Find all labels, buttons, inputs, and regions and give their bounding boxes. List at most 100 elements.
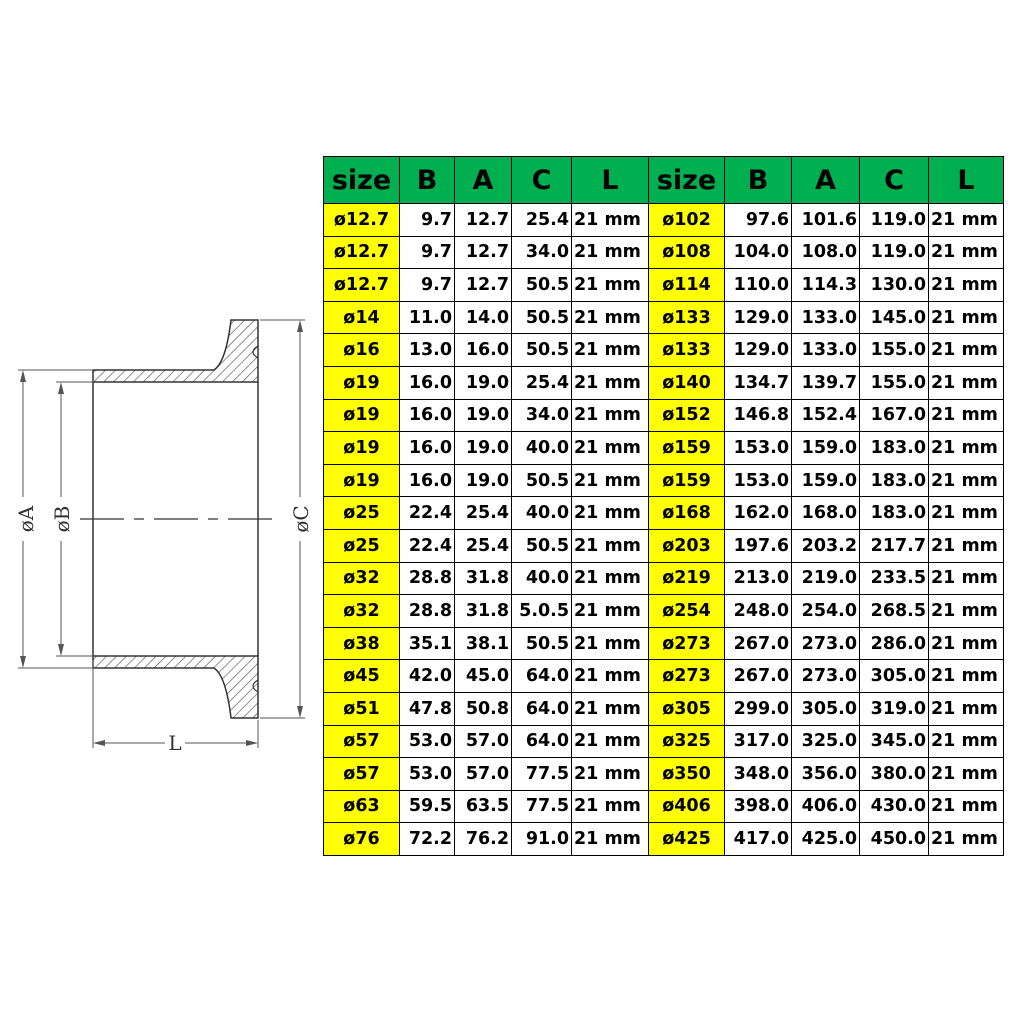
value-cell-l: 21 mm <box>571 594 649 628</box>
size-cell: ø108 <box>648 235 725 270</box>
size-cell: ø45 <box>323 659 400 693</box>
value-cell-c: 380.0 <box>859 757 929 791</box>
value-cell-c: 183.0 <box>859 463 929 498</box>
value-cell-b: 317.0 <box>724 724 792 759</box>
value-cell-b: 22.4 <box>399 496 455 530</box>
size-cell: ø114 <box>648 268 725 302</box>
size-cell: ø219 <box>648 561 725 596</box>
value-cell-c: 77.5 <box>511 757 572 791</box>
value-cell-c: 77.5 <box>511 789 572 824</box>
value-cell-a: 25.4 <box>454 496 512 530</box>
size-cell: ø19 <box>323 365 400 400</box>
value-cell-b: 299.0 <box>724 691 792 726</box>
value-cell-a: 152.4 <box>791 398 860 433</box>
value-cell-b: 59.5 <box>399 789 455 824</box>
value-cell-c: 305.0 <box>859 659 929 693</box>
value-cell-c: 155.0 <box>859 365 929 400</box>
value-cell-a: 139.7 <box>791 365 860 400</box>
value-cell-c: 50.5 <box>511 268 572 302</box>
column-header-b-left: B <box>399 156 455 204</box>
value-cell-c: 50.5 <box>511 626 572 661</box>
value-cell-c: 345.0 <box>859 724 929 759</box>
value-cell-a: 19.0 <box>454 463 512 498</box>
value-cell-a: 14.0 <box>454 300 512 335</box>
value-cell-b: 16.0 <box>399 365 455 400</box>
value-cell-l: 21 mm <box>928 333 1004 367</box>
value-cell-a: 12.7 <box>454 268 512 302</box>
size-cell: ø350 <box>648 757 725 791</box>
value-cell-l: 21 mm <box>571 365 649 400</box>
value-cell-l: 21 mm <box>928 626 1004 661</box>
value-cell-b: 197.6 <box>724 528 792 563</box>
size-cell: ø51 <box>323 691 400 726</box>
size-cell: ø203 <box>648 528 725 563</box>
value-cell-c: 25.4 <box>511 203 572 237</box>
value-cell-a: 325.0 <box>791 724 860 759</box>
size-cell: ø25 <box>323 528 400 563</box>
size-cell: ø425 <box>648 822 725 856</box>
value-cell-b: 129.0 <box>724 300 792 335</box>
value-cell-c: 50.5 <box>511 528 572 563</box>
size-cell: ø38 <box>323 626 400 661</box>
value-cell-b: 267.0 <box>724 659 792 693</box>
column-header-a-left: A <box>454 156 512 204</box>
value-cell-l: 21 mm <box>571 822 649 856</box>
value-cell-l: 21 mm <box>928 365 1004 400</box>
value-cell-c: 64.0 <box>511 659 572 693</box>
value-cell-b: 16.0 <box>399 463 455 498</box>
value-cell-c: 167.0 <box>859 398 929 433</box>
value-cell-a: 63.5 <box>454 789 512 824</box>
value-cell-c: 50.5 <box>511 300 572 335</box>
value-cell-c: 5.0.5 <box>511 594 572 628</box>
value-cell-a: 203.2 <box>791 528 860 563</box>
value-cell-a: 133.0 <box>791 300 860 335</box>
size-cell: ø305 <box>648 691 725 726</box>
value-cell-l: 21 mm <box>928 561 1004 596</box>
value-cell-b: 9.7 <box>399 268 455 302</box>
value-cell-a: 50.8 <box>454 691 512 726</box>
value-cell-b: 248.0 <box>724 594 792 628</box>
value-cell-l: 21 mm <box>571 789 649 824</box>
value-cell-c: 183.0 <box>859 496 929 530</box>
value-cell-l: 21 mm <box>571 528 649 563</box>
value-cell-l: 21 mm <box>571 235 649 270</box>
value-cell-a: 76.2 <box>454 822 512 856</box>
value-cell-a: 45.0 <box>454 659 512 693</box>
size-cell: ø133 <box>648 300 725 335</box>
size-cell: ø159 <box>648 463 725 498</box>
column-header-b-right: B <box>724 156 792 204</box>
value-cell-c: 64.0 <box>511 724 572 759</box>
value-cell-b: 72.2 <box>399 822 455 856</box>
size-cell: ø325 <box>648 724 725 759</box>
value-cell-a: 273.0 <box>791 626 860 661</box>
size-cell: ø102 <box>648 203 725 237</box>
size-cell: ø168 <box>648 496 725 530</box>
column-header-c-right: C <box>859 156 929 204</box>
value-cell-a: 101.6 <box>791 203 860 237</box>
value-cell-c: 40.0 <box>511 496 572 530</box>
ferrule-drawing: øA øB øC L <box>14 319 314 755</box>
column-header-l-right: L <box>928 156 1004 204</box>
size-cell: ø254 <box>648 594 725 628</box>
column-header-size-right: size <box>648 156 725 204</box>
value-cell-b: 104.0 <box>724 235 792 270</box>
value-cell-a: 219.0 <box>791 561 860 596</box>
value-cell-a: 133.0 <box>791 333 860 367</box>
value-cell-b: 22.4 <box>399 528 455 563</box>
value-cell-b: 153.0 <box>724 463 792 498</box>
value-cell-b: 146.8 <box>724 398 792 433</box>
value-cell-b: 16.0 <box>399 431 455 465</box>
value-cell-l: 21 mm <box>928 724 1004 759</box>
value-cell-l: 21 mm <box>928 235 1004 270</box>
value-cell-c: 34.0 <box>511 398 572 433</box>
